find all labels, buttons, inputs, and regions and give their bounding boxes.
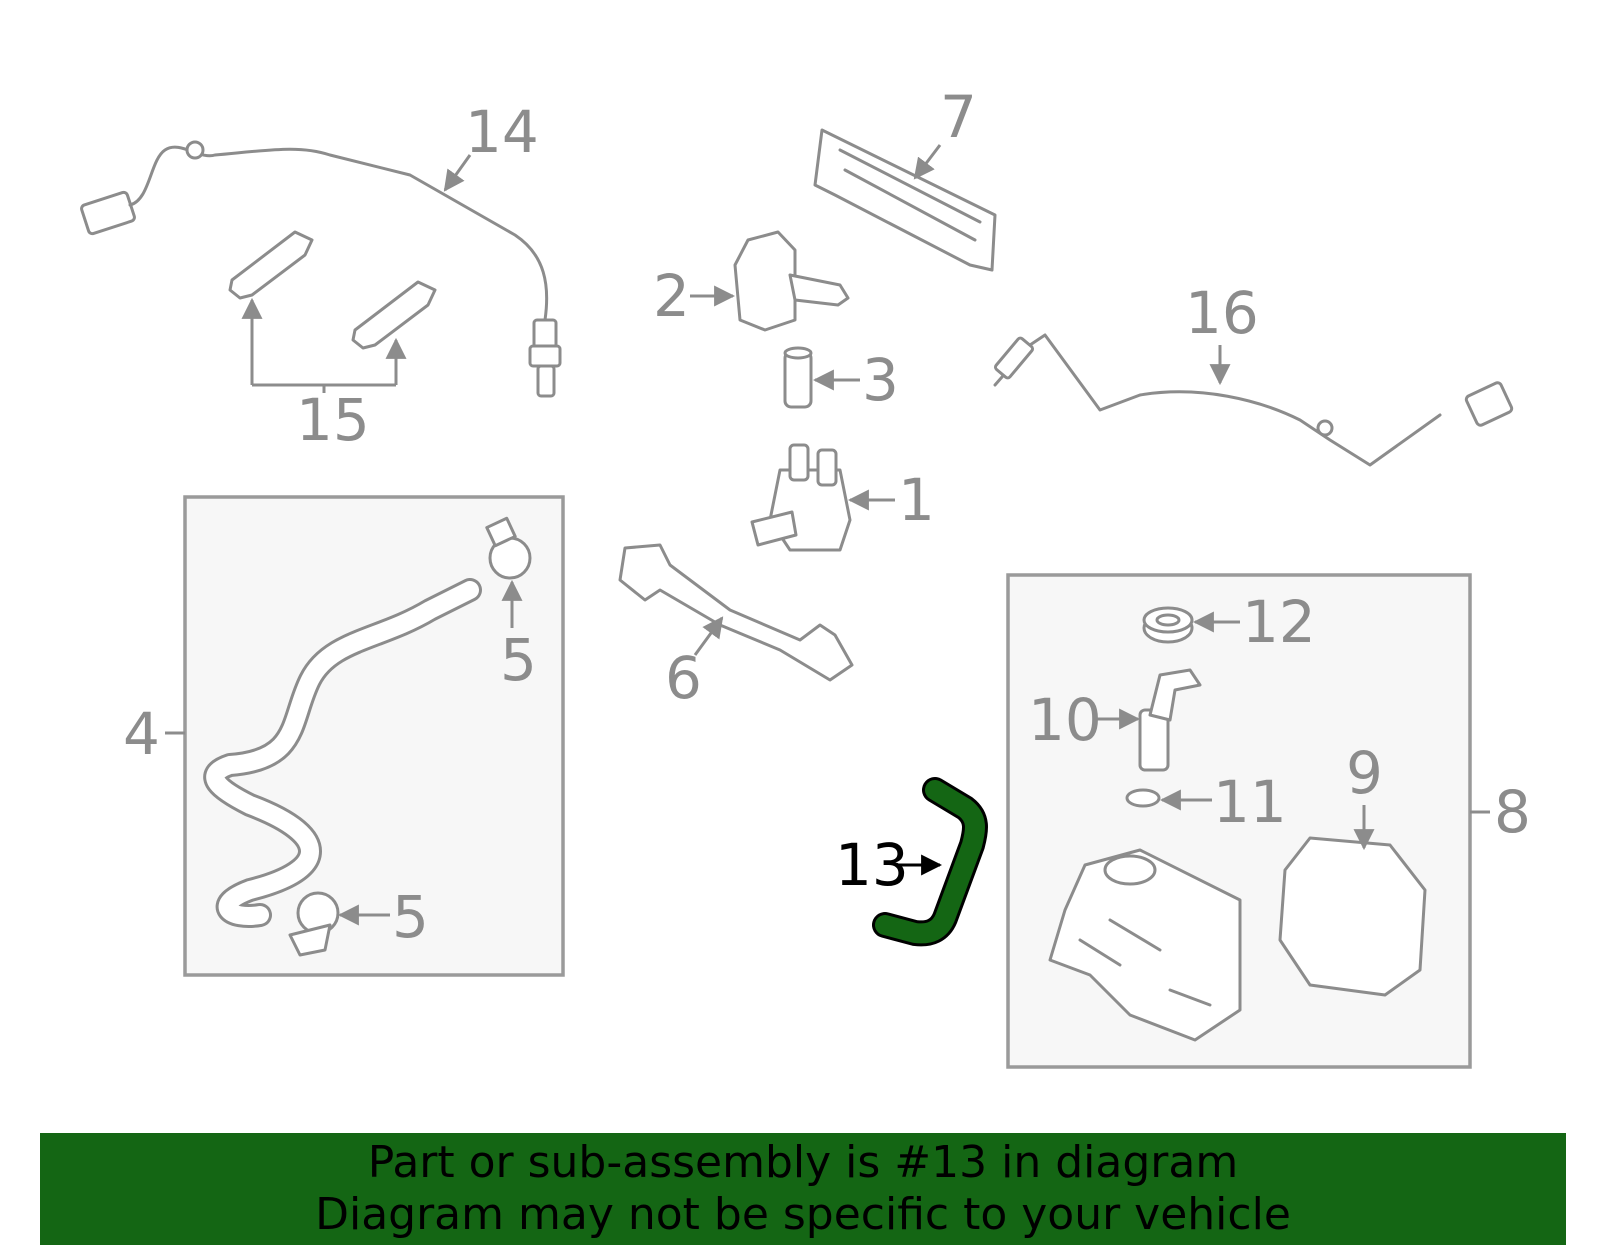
label-12: 12 [1242, 588, 1316, 656]
part-3-spacer [783, 346, 813, 409]
part-11-oring [1125, 788, 1161, 808]
part-1-valve [750, 443, 852, 552]
footer-line-2: Diagram may not be specific to your vehi… [315, 1189, 1291, 1240]
part-10-valve [1138, 668, 1202, 772]
part-6-bracket [618, 543, 854, 682]
part-2-valve [733, 230, 850, 332]
label-1: 1 [898, 466, 935, 534]
part-4-hose [203, 578, 482, 928]
label-10: 10 [1028, 686, 1102, 754]
part-13-hose-highlighted [872, 777, 988, 947]
part-5-clamp-bottom [288, 891, 340, 957]
part-8-housing [1048, 848, 1242, 1042]
part-16-sensor [993, 333, 1514, 467]
part-5-clamp-top [485, 516, 532, 580]
label-7: 7 [940, 83, 977, 151]
label-5-bottom: 5 [392, 883, 429, 951]
part-7-cover [813, 128, 997, 272]
part-12-seal [1142, 606, 1194, 644]
leader-lines [165, 144, 1490, 926]
footer-banner: Part or sub-assembly is #13 in diagram D… [40, 1133, 1566, 1245]
part-9-gasket [1278, 836, 1427, 997]
label-5-top: 5 [500, 626, 537, 694]
label-16: 16 [1185, 279, 1259, 347]
label-2: 2 [653, 262, 690, 330]
part-15-brackets [228, 230, 437, 350]
label-3: 3 [862, 346, 899, 414]
label-8: 8 [1494, 778, 1531, 846]
label-14: 14 [465, 98, 539, 166]
label-9: 9 [1346, 739, 1383, 807]
label-11: 11 [1213, 768, 1287, 836]
label-13-highlighted: 13 [835, 831, 909, 899]
footer-line-1: Part or sub-assembly is #13 in diagram [367, 1137, 1239, 1188]
label-6: 6 [665, 644, 702, 712]
label-15: 15 [296, 386, 370, 454]
part-14-sensor [80, 140, 562, 398]
label-4: 4 [123, 700, 160, 768]
